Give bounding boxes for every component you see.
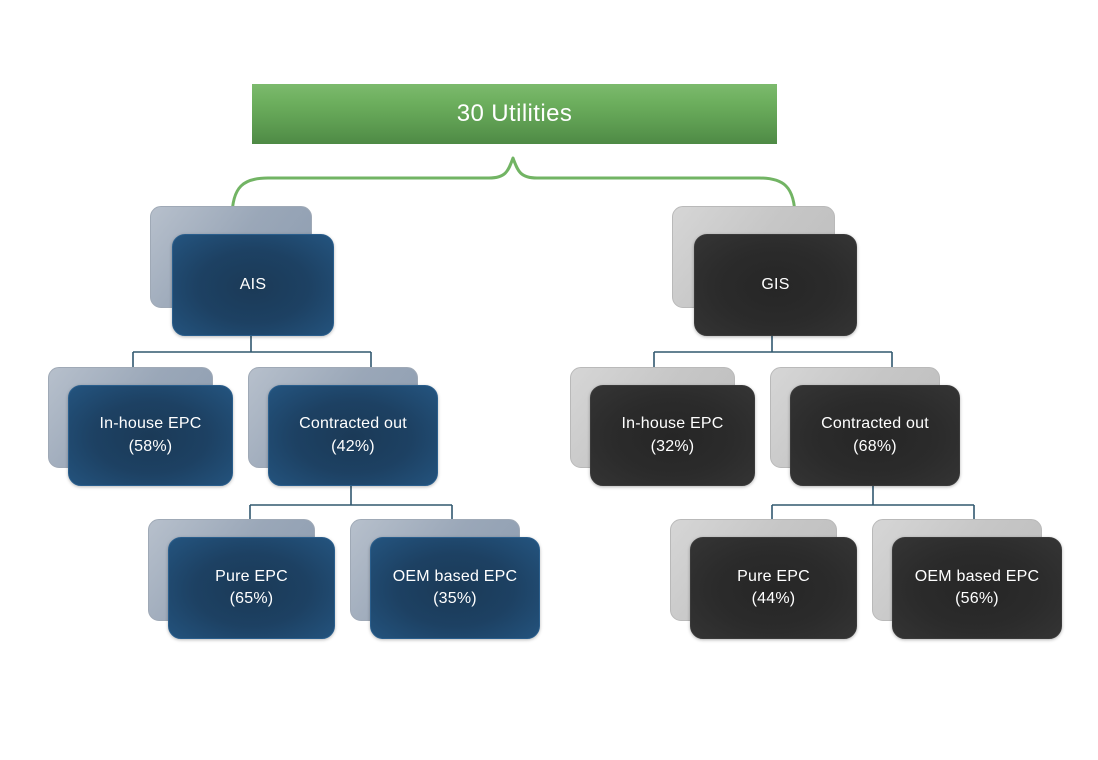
node-gis-contracted-out-value: (68%) bbox=[853, 437, 897, 455]
root-node-30-utilities[interactable]: 30 Utilities bbox=[252, 84, 777, 144]
node-ais-in-house-epc-card[interactable]: In-house EPC (58%) bbox=[68, 385, 233, 486]
node-gis-in-house-epc-label: In-house EPC bbox=[621, 415, 724, 433]
node-ais[interactable]: AIS bbox=[150, 206, 334, 336]
node-gis-contracted-out[interactable]: Contracted out (68%) bbox=[770, 367, 960, 486]
node-ais-in-house-epc-label: In-house EPC bbox=[99, 415, 202, 433]
node-ais-oem-based-epc-label: OEM based EPC bbox=[392, 567, 518, 585]
node-gis-in-house-epc[interactable]: In-house EPC (32%) bbox=[570, 367, 755, 486]
node-ais-pure-epc-card[interactable]: Pure EPC (65%) bbox=[168, 537, 335, 639]
root-node-label: 30 Utilities bbox=[456, 100, 573, 127]
node-gis-pure-epc[interactable]: Pure EPC (44%) bbox=[670, 519, 857, 639]
node-ais-label: AIS bbox=[239, 275, 267, 293]
node-gis-in-house-epc-card[interactable]: In-house EPC (32%) bbox=[590, 385, 755, 486]
node-gis-contracted-out-label: Contracted out bbox=[821, 415, 929, 433]
node-ais-in-house-epc-value: (58%) bbox=[128, 437, 173, 455]
node-gis-oem-based-epc-value: (56%) bbox=[955, 590, 999, 607]
node-gis-card[interactable]: GIS bbox=[694, 234, 857, 336]
node-gis-contracted-out-card[interactable]: Contracted out (68%) bbox=[790, 385, 960, 486]
node-gis-oem-based-epc[interactable]: OEM based EPC (56%) bbox=[872, 519, 1062, 639]
connector-gis-l2-l3 bbox=[771, 486, 975, 522]
node-ais-oem-based-epc-card[interactable]: OEM based EPC (35%) bbox=[370, 537, 540, 639]
node-gis-oem-based-epc-label: OEM based EPC bbox=[914, 567, 1040, 585]
node-ais-pure-epc-label: Pure EPC bbox=[215, 567, 288, 585]
node-ais-contracted-out-label: Contracted out bbox=[299, 415, 407, 433]
node-ais-contracted-out-value: (42%) bbox=[331, 437, 375, 455]
node-gis-oem-based-epc-card[interactable]: OEM based EPC (56%) bbox=[892, 537, 1062, 639]
connector-gis-l1-l2 bbox=[653, 335, 893, 369]
node-ais-pure-epc-value: (65%) bbox=[229, 590, 274, 607]
node-gis-pure-epc-card[interactable]: Pure EPC (44%) bbox=[690, 537, 857, 639]
connector-ais-l1-l2 bbox=[132, 335, 372, 369]
node-gis-in-house-epc-value: (32%) bbox=[650, 437, 695, 455]
node-ais-card[interactable]: AIS bbox=[172, 234, 334, 336]
node-ais-pure-epc[interactable]: Pure EPC (65%) bbox=[148, 519, 335, 639]
node-ais-oem-based-epc[interactable]: OEM based EPC (35%) bbox=[350, 519, 540, 639]
node-gis[interactable]: GIS bbox=[672, 206, 857, 336]
connector-ais-l2-l3 bbox=[249, 486, 453, 522]
node-gis-label: GIS bbox=[761, 275, 790, 293]
node-ais-in-house-epc[interactable]: In-house EPC (58%) bbox=[48, 367, 233, 486]
node-gis-pure-epc-label: Pure EPC bbox=[737, 567, 810, 585]
node-ais-oem-based-epc-value: (35%) bbox=[433, 590, 477, 607]
node-ais-contracted-out-card[interactable]: Contracted out (42%) bbox=[268, 385, 438, 486]
node-gis-pure-epc-value: (44%) bbox=[751, 590, 796, 607]
node-ais-contracted-out[interactable]: Contracted out (42%) bbox=[248, 367, 438, 486]
